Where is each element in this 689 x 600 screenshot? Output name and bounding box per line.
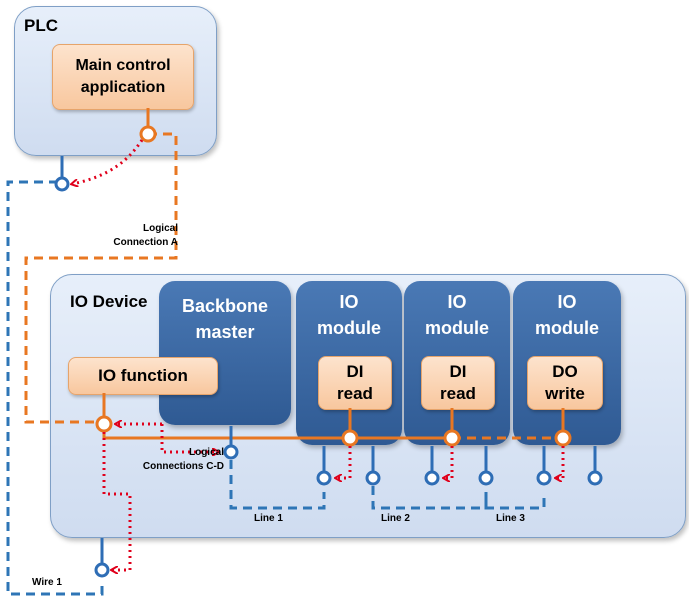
m1-port-a-icon bbox=[316, 470, 332, 486]
logical-cd-line1: Logical bbox=[188, 447, 224, 458]
m2-port-a-icon bbox=[424, 470, 440, 486]
module-1-red-link bbox=[336, 446, 352, 478]
logical-connection-a-label: Logical Connection A bbox=[96, 222, 178, 250]
backbone-port-icon bbox=[223, 444, 239, 460]
module-2-red-link bbox=[444, 446, 454, 478]
m1-port-b-icon bbox=[365, 470, 381, 486]
line-2-label: Line 2 bbox=[381, 513, 410, 524]
di-read-1-line1: DI bbox=[346, 362, 364, 381]
logical-connections-cd-label: Logical Connections C-D bbox=[118, 446, 224, 474]
line-3-path bbox=[484, 492, 546, 510]
io-module-1-title: IO module bbox=[296, 289, 402, 341]
line-2-path bbox=[371, 486, 488, 510]
di-read-1-line2: read bbox=[337, 384, 373, 403]
io-module-3-line2: module bbox=[534, 318, 599, 338]
main-app-line1: Main control bbox=[75, 57, 171, 74]
logical-cd-line2: Connections C-D bbox=[142, 461, 224, 472]
do-write-box[interactable]: DO write bbox=[527, 356, 603, 410]
backbone-line1: Backbone bbox=[181, 296, 269, 316]
plc-red-link bbox=[72, 139, 144, 184]
io-module-2-line2: module bbox=[424, 318, 489, 338]
di-read-1-endpoint-icon bbox=[341, 429, 359, 447]
do-write-line2: write bbox=[545, 384, 585, 403]
io-device-title: IO Device bbox=[70, 292, 148, 311]
io-module-2-line1: IO bbox=[447, 292, 467, 312]
backbone-title: Backbone master bbox=[159, 293, 291, 345]
do-write-endpoint-icon bbox=[554, 429, 572, 447]
wire-1-line bbox=[6, 180, 104, 596]
io-module-2-title: IO module bbox=[404, 289, 510, 341]
plc-title: PLC bbox=[24, 16, 58, 35]
io-function-red-link-a bbox=[102, 432, 132, 570]
logical-a-line2: Connection A bbox=[113, 237, 178, 248]
m2-port-b-icon bbox=[478, 470, 494, 486]
plc-port-icon bbox=[54, 176, 70, 192]
backbone-master[interactable] bbox=[159, 281, 291, 425]
di-read-2-endpoint-icon bbox=[443, 429, 461, 447]
io-module-1-line2: module bbox=[316, 318, 381, 338]
di-read-2-line1: DI bbox=[449, 362, 467, 381]
do-write-line1: DO bbox=[552, 362, 578, 381]
wire-1-label: Wire 1 bbox=[32, 577, 62, 588]
di-read-box-2[interactable]: DI read bbox=[421, 356, 495, 410]
backbone-bus-solid bbox=[102, 424, 452, 440]
line-1-path bbox=[229, 460, 326, 510]
backbone-line2: master bbox=[195, 322, 255, 342]
io-function-label: IO function bbox=[98, 366, 188, 385]
main-app-line2: application bbox=[80, 79, 166, 96]
module-3-red-link bbox=[556, 446, 565, 478]
m3-port-b-icon bbox=[587, 470, 603, 486]
io-function-endpoint-icon bbox=[95, 415, 113, 433]
main-control-application[interactable]: Main control application bbox=[52, 44, 194, 110]
main-app-endpoint-icon bbox=[139, 125, 157, 143]
io-module-3-line1: IO bbox=[557, 292, 577, 312]
io-function[interactable]: IO function bbox=[68, 357, 218, 395]
logical-a-line1: Logical bbox=[142, 223, 178, 234]
line-1-label: Line 1 bbox=[254, 513, 283, 524]
logical-connection-a-line bbox=[24, 132, 178, 424]
wire-port-icon bbox=[94, 562, 110, 578]
line-3-label: Line 3 bbox=[496, 513, 525, 524]
di-read-2-line2: read bbox=[440, 384, 476, 403]
di-read-box-1[interactable]: DI read bbox=[318, 356, 392, 410]
io-module-1-line1: IO bbox=[339, 292, 359, 312]
m3-port-a-icon bbox=[536, 470, 552, 486]
io-module-3-title: IO module bbox=[513, 289, 621, 341]
